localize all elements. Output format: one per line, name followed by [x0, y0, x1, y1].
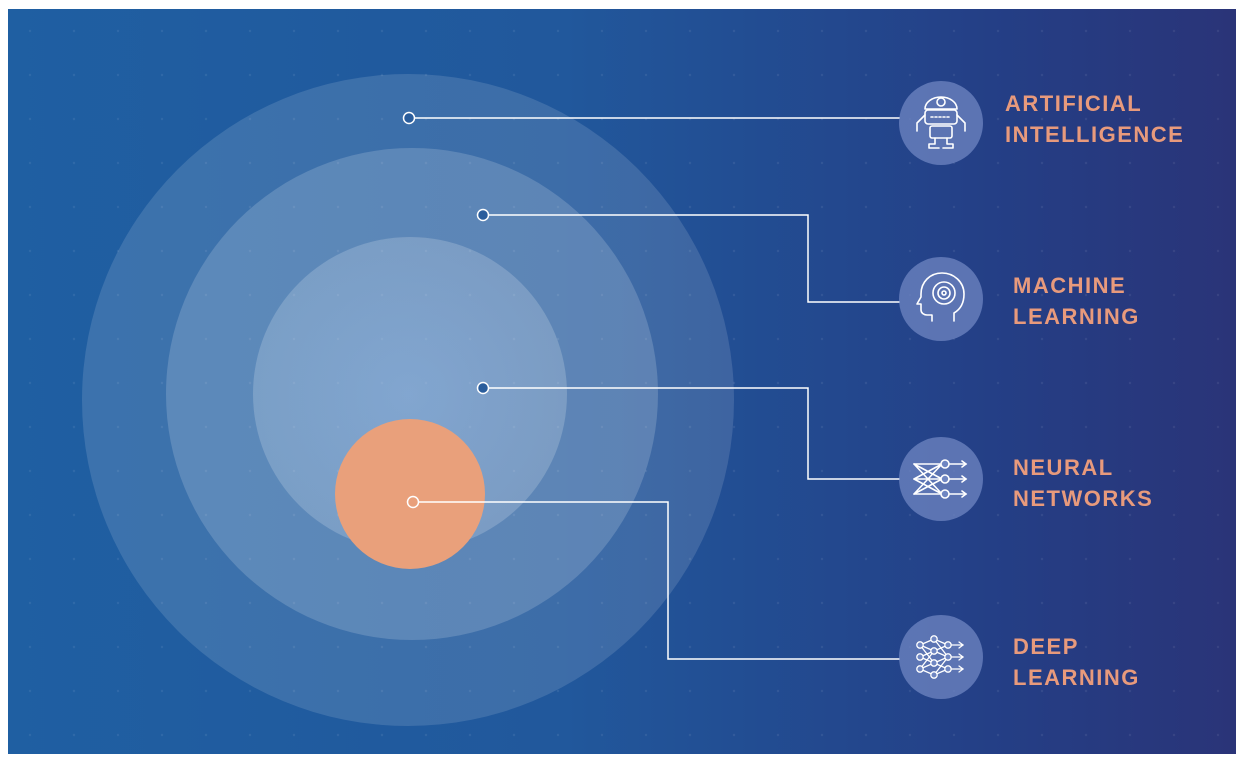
nested-circles-diagram — [8, 9, 1236, 754]
badge-ml — [899, 257, 983, 341]
robot-icon — [916, 96, 966, 149]
connector-ml — [489, 214, 900, 303]
label-ml-line2: LEARNING — [1013, 304, 1140, 329]
label-ml-line1: MACHINE — [1013, 273, 1127, 298]
deep-network-icon — [916, 635, 965, 679]
marker-dl — [406, 495, 420, 509]
center-glow — [248, 234, 568, 554]
marker-nn — [476, 381, 490, 395]
label-artificial-intelligence: ARTIFICIAL INTELLIGENCE — [1005, 88, 1184, 150]
label-ai-line1: ARTIFICIAL — [1005, 91, 1143, 116]
marker-ml — [476, 208, 490, 222]
label-dl-line1: DEEP — [1013, 634, 1079, 659]
badge-nn — [899, 437, 983, 521]
badge-ai — [899, 81, 983, 165]
label-neural-networks: NEURAL NETWORKS — [1013, 452, 1153, 514]
badge-dl — [899, 615, 983, 699]
circle-deep-learning — [335, 419, 485, 569]
connector-dl — [419, 501, 900, 660]
label-machine-learning: MACHINE LEARNING — [1013, 270, 1140, 332]
label-deep-learning: DEEP LEARNING — [1013, 631, 1140, 693]
connector-nn — [489, 387, 900, 480]
label-ai-line2: INTELLIGENCE — [1005, 122, 1185, 147]
marker-ai — [402, 111, 416, 125]
label-dl-line2: LEARNING — [1013, 665, 1140, 690]
label-nn-line2: NETWORKS — [1013, 486, 1154, 511]
head-brain-icon — [916, 272, 965, 322]
dot-grid — [8, 9, 1236, 754]
label-nn-line1: NEURAL — [1013, 455, 1114, 480]
connectors — [415, 117, 900, 660]
diagram-canvas: ARTIFICIAL INTELLIGENCE MACHINE LEARNING… — [8, 9, 1236, 754]
neural-network-icon — [913, 459, 968, 499]
